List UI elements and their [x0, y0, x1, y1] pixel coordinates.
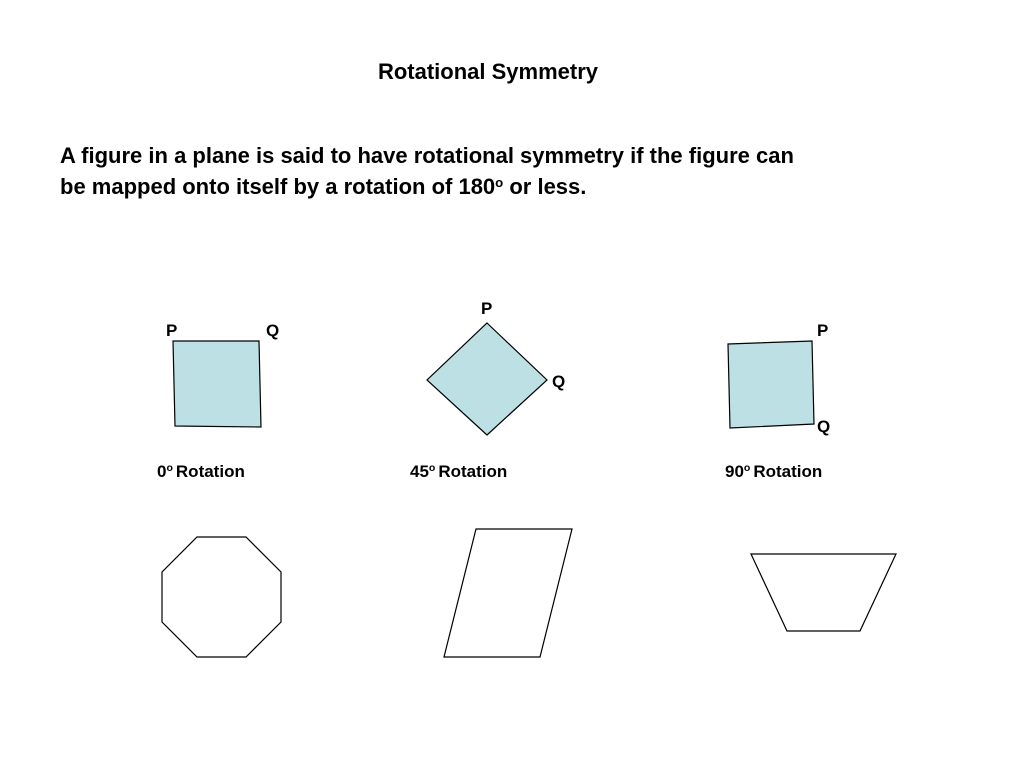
caption-degree: o	[743, 461, 751, 474]
label-q-90: Q	[817, 417, 831, 436]
definition-line-2: be mapped onto itself by a rotation of 1…	[60, 174, 496, 199]
caption-word: Rotation	[175, 462, 245, 481]
square-0-rotation	[172, 340, 262, 428]
caption-word: Rotation	[753, 462, 823, 481]
caption-value: 45	[410, 462, 429, 481]
trapezoid	[750, 553, 897, 632]
square-45-rotation	[426, 322, 548, 436]
caption-value: 0	[157, 462, 167, 481]
label-p-45: P	[481, 299, 493, 318]
label-q-45: Q	[552, 372, 566, 391]
caption-degree: o	[428, 461, 436, 474]
label-p-0: P	[166, 321, 178, 340]
degree-superscript: o	[495, 174, 504, 190]
octagon	[161, 536, 282, 658]
parallelogram	[443, 528, 573, 658]
label-p-90: P	[817, 321, 829, 340]
label-q-0: Q	[266, 321, 280, 340]
caption-value: 90	[725, 462, 744, 481]
definition-line-2-end: or less.	[503, 174, 587, 199]
slide-title: Rotational Symmetry	[377, 59, 599, 84]
definition-line-1: A figure in a plane is said to have rota…	[60, 143, 794, 168]
square-90-rotation	[727, 340, 815, 429]
caption-word: Rotation	[438, 462, 508, 481]
definition-text: A figure in a plane is said to have rota…	[60, 140, 960, 202]
caption-degree: o	[166, 461, 173, 474]
